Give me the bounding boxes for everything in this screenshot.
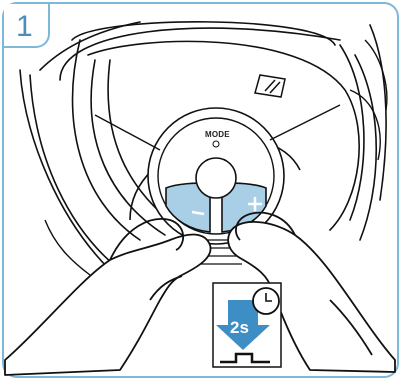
mode-indicator-icon <box>213 141 219 147</box>
step-badge: 1 <box>4 4 50 48</box>
brand-logo-icon <box>255 75 285 97</box>
duration-label: 2s <box>230 318 249 338</box>
step-number: 1 <box>16 12 33 42</box>
left-hand <box>5 219 211 375</box>
mode-label: MODE <box>205 130 230 139</box>
mode-button[interactable] <box>196 158 236 198</box>
